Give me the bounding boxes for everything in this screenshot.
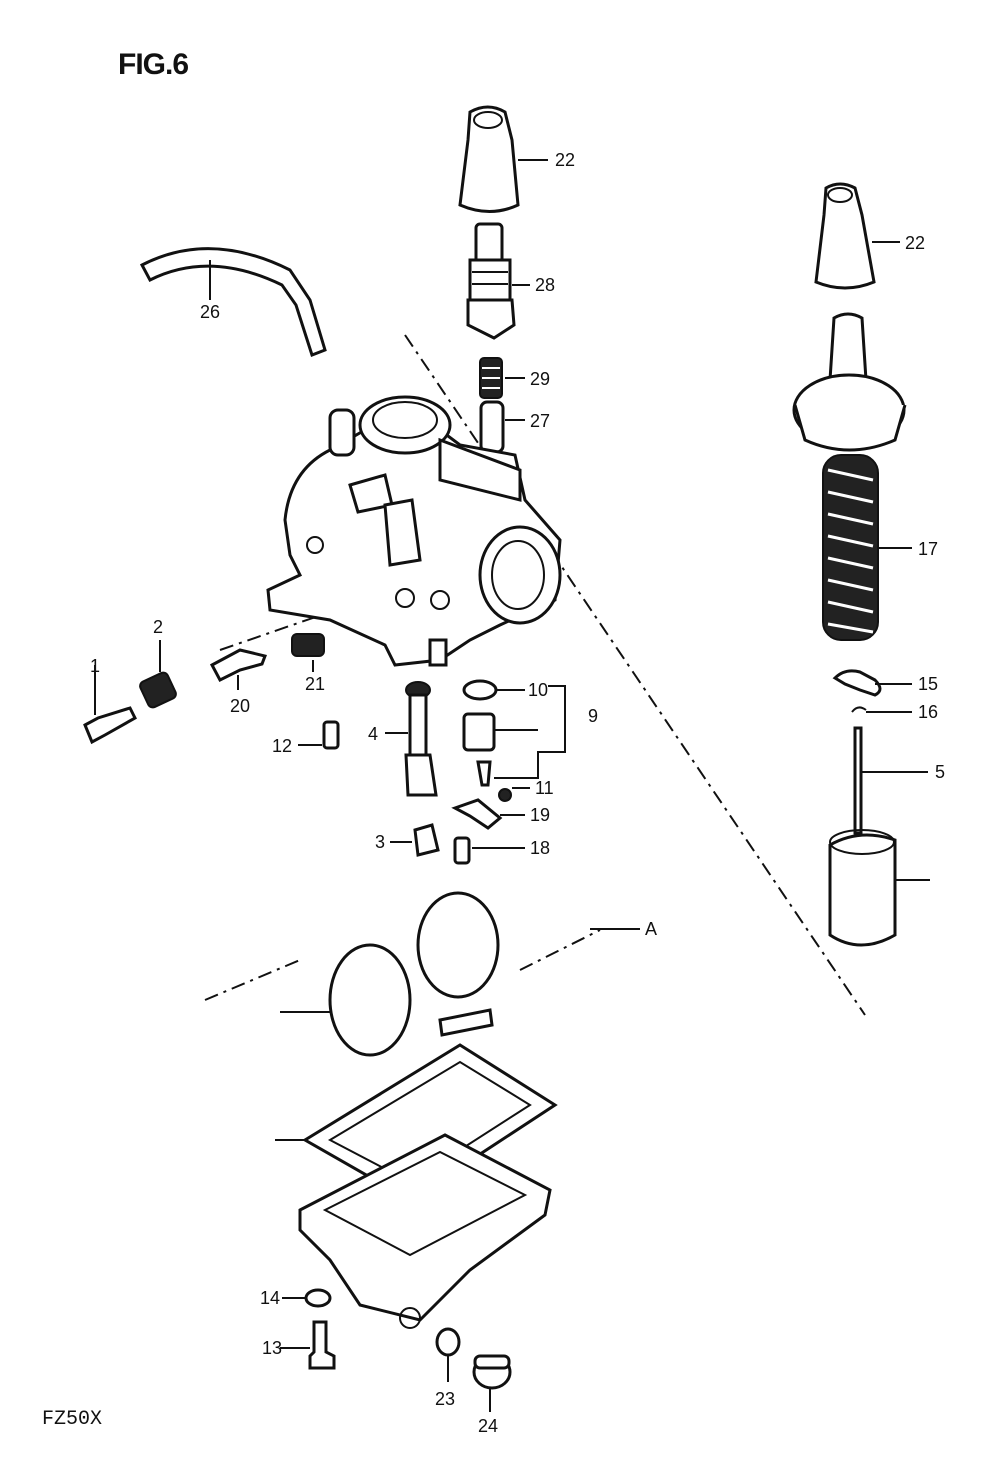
callout-2: 2 <box>153 617 163 637</box>
callout-14: 14 <box>260 1288 280 1308</box>
rubber-cap-right <box>814 182 876 290</box>
float-chamber <box>298 1133 552 1329</box>
callout-24: 24 <box>478 1416 498 1436</box>
assembly-line-float <box>204 929 601 1001</box>
pilot-screw <box>83 706 137 745</box>
fuel-hose <box>139 247 327 357</box>
starter-screw <box>291 633 325 657</box>
needle-jet <box>404 681 438 797</box>
callout-22-left: 22 <box>555 150 575 170</box>
callout-11: 11 <box>535 778 554 798</box>
rubber-cap-left <box>458 105 520 213</box>
needle-valve <box>476 760 492 787</box>
callout-27: 27 <box>530 411 550 431</box>
callout-16: 16 <box>918 702 938 722</box>
starter-plunger <box>479 400 505 454</box>
callout-4: 4 <box>368 724 378 744</box>
carburetor-top <box>792 312 907 452</box>
starter-spring <box>479 357 503 399</box>
callout-17: 17 <box>918 539 938 559</box>
jet-needle <box>853 726 863 835</box>
callout-3: 3 <box>375 832 385 852</box>
throttle-spring <box>822 454 879 641</box>
pilot-jet <box>322 720 340 750</box>
carburetor-body <box>266 395 562 667</box>
callout-26: 26 <box>200 302 220 322</box>
callout-12: 12 <box>272 736 292 756</box>
needle-valve-seat <box>462 712 496 752</box>
callout-15: 15 <box>918 674 938 694</box>
figure-title: FIG.6 <box>118 48 189 81</box>
callout-22-right: 22 <box>905 233 925 253</box>
float <box>328 891 500 1057</box>
washer-23 <box>435 1327 461 1357</box>
callout-9: 9 <box>588 706 598 726</box>
callout-20: 20 <box>230 696 250 716</box>
screw-18 <box>453 836 471 865</box>
callout-1: 1 <box>90 656 100 676</box>
callout-28: 28 <box>535 275 555 295</box>
screw-11 <box>498 788 512 802</box>
cable-adjuster <box>466 222 516 340</box>
throttle-stop-screw <box>209 648 268 682</box>
callout-19: 19 <box>530 805 550 825</box>
main-jet <box>413 823 440 857</box>
callout-13: 13 <box>262 1338 282 1358</box>
needle-retainer <box>832 669 882 697</box>
drain-plug <box>472 1354 512 1390</box>
callout-5: 5 <box>935 762 945 782</box>
callout-18: 18 <box>530 838 550 858</box>
model-code: FZ50X <box>42 1408 103 1431</box>
leader-lines <box>94 159 930 1412</box>
washer-14 <box>304 1288 332 1308</box>
callout-29: 29 <box>530 369 550 389</box>
callout-10: 10 <box>528 680 548 700</box>
needle-clip <box>851 706 867 713</box>
plate-19 <box>451 798 503 830</box>
callout-23: 23 <box>435 1389 455 1409</box>
callout-a: A <box>645 919 657 939</box>
callout-21: 21 <box>305 674 325 694</box>
pilot-spring <box>139 671 177 709</box>
o-ring <box>462 679 498 701</box>
screw-13 <box>308 1320 336 1370</box>
throttle-slide <box>828 829 897 947</box>
